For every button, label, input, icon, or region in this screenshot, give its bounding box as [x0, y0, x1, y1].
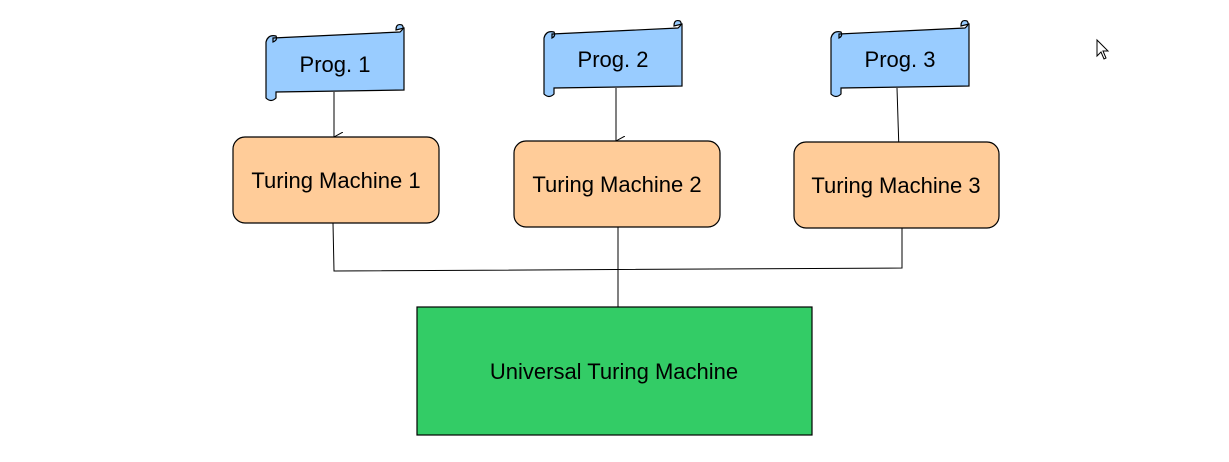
scroll-shape [265, 23, 405, 102]
program-label: Prog. 3 [865, 47, 936, 72]
machine-box [513, 140, 721, 228]
machine-label: Turing Machine 3 [811, 173, 980, 198]
universal-label: Universal Turing Machine [490, 359, 738, 384]
machine-label: Turing Machine 2 [532, 172, 701, 197]
scroll-shape [543, 19, 683, 98]
program-scroll-1[interactable]: Prog. 1 [265, 23, 405, 102]
turing-machine-3[interactable]: Turing Machine 3 [793, 141, 1000, 229]
scroll-shape [830, 19, 970, 98]
program-label: Prog. 2 [578, 47, 649, 72]
machine-label: Turing Machine 1 [251, 168, 420, 193]
program-scroll-2[interactable]: Prog. 2 [543, 19, 683, 98]
mouse-pointer-icon [1096, 38, 1110, 60]
machine-box [793, 141, 1000, 229]
turing-machine-1[interactable]: Turing Machine 1 [232, 136, 440, 224]
universal-turing-machine[interactable]: Universal Turing Machine [416, 306, 813, 436]
machine-box [232, 136, 440, 224]
program-scroll-3[interactable]: Prog. 3 [830, 19, 970, 98]
universal-box [416, 306, 813, 436]
program-label: Prog. 1 [300, 52, 371, 77]
turing-machine-2[interactable]: Turing Machine 2 [513, 140, 721, 228]
arrow-prog3-to-tm3 [896, 87, 899, 151]
